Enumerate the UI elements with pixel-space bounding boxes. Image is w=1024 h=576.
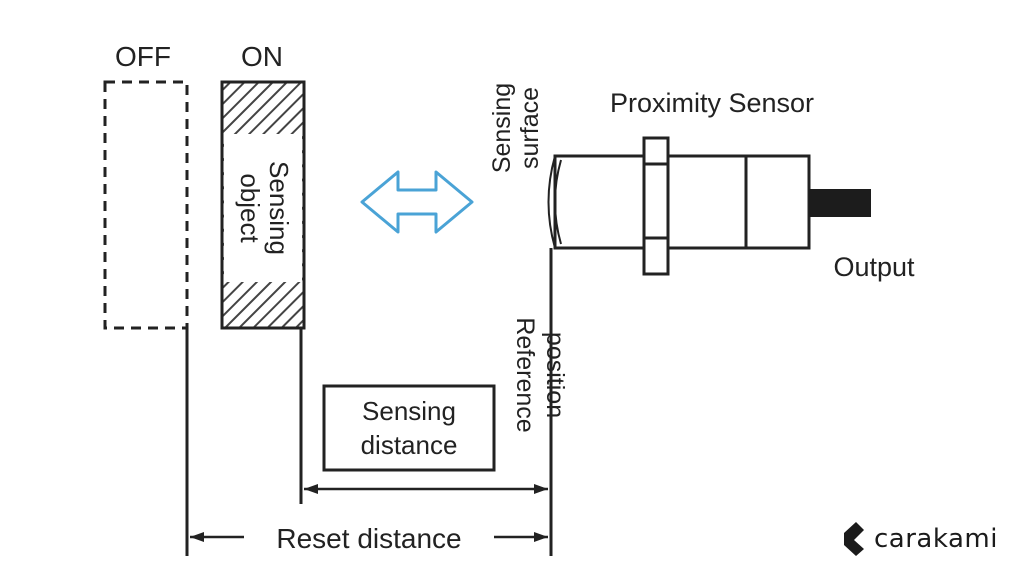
reset-distance-arrow [190, 532, 548, 542]
sensing-object-label: Sensing object [235, 161, 294, 255]
brand-mark-icon [844, 522, 864, 556]
sensing-distance-arrow [304, 484, 548, 494]
reset-distance-label: Reset distance [276, 523, 461, 554]
svg-text:Sensing: Sensing [264, 161, 294, 255]
proximity-sensor-body [547, 136, 871, 276]
output-cable [809, 189, 871, 217]
svg-text:Reference: Reference [511, 317, 539, 432]
on-label: ON [241, 41, 283, 72]
sensing-distance-label-1: Sensing [362, 396, 456, 426]
off-object-outline [103, 80, 189, 330]
reference-position-label: Reference position [511, 317, 569, 432]
brand-name: carakami [874, 524, 998, 554]
sensing-distance-box [322, 384, 496, 472]
svg-text:position: position [541, 332, 569, 418]
brand-logo: carakami [838, 514, 998, 564]
proximity-sensor-label: Proximity Sensor [610, 88, 814, 118]
sensor-nut [642, 136, 670, 276]
off-label: OFF [115, 41, 171, 72]
svg-text:object: object [235, 173, 265, 243]
output-label: Output [833, 252, 915, 282]
svg-text:surface: surface [516, 87, 544, 169]
sensing-surface-label: Sensing surface [488, 83, 544, 173]
sensing-object-label-bg [224, 134, 302, 282]
double-arrow-icon [360, 170, 474, 234]
sensing-distance-label-2: distance [361, 430, 458, 460]
svg-text:Sensing: Sensing [488, 83, 516, 173]
